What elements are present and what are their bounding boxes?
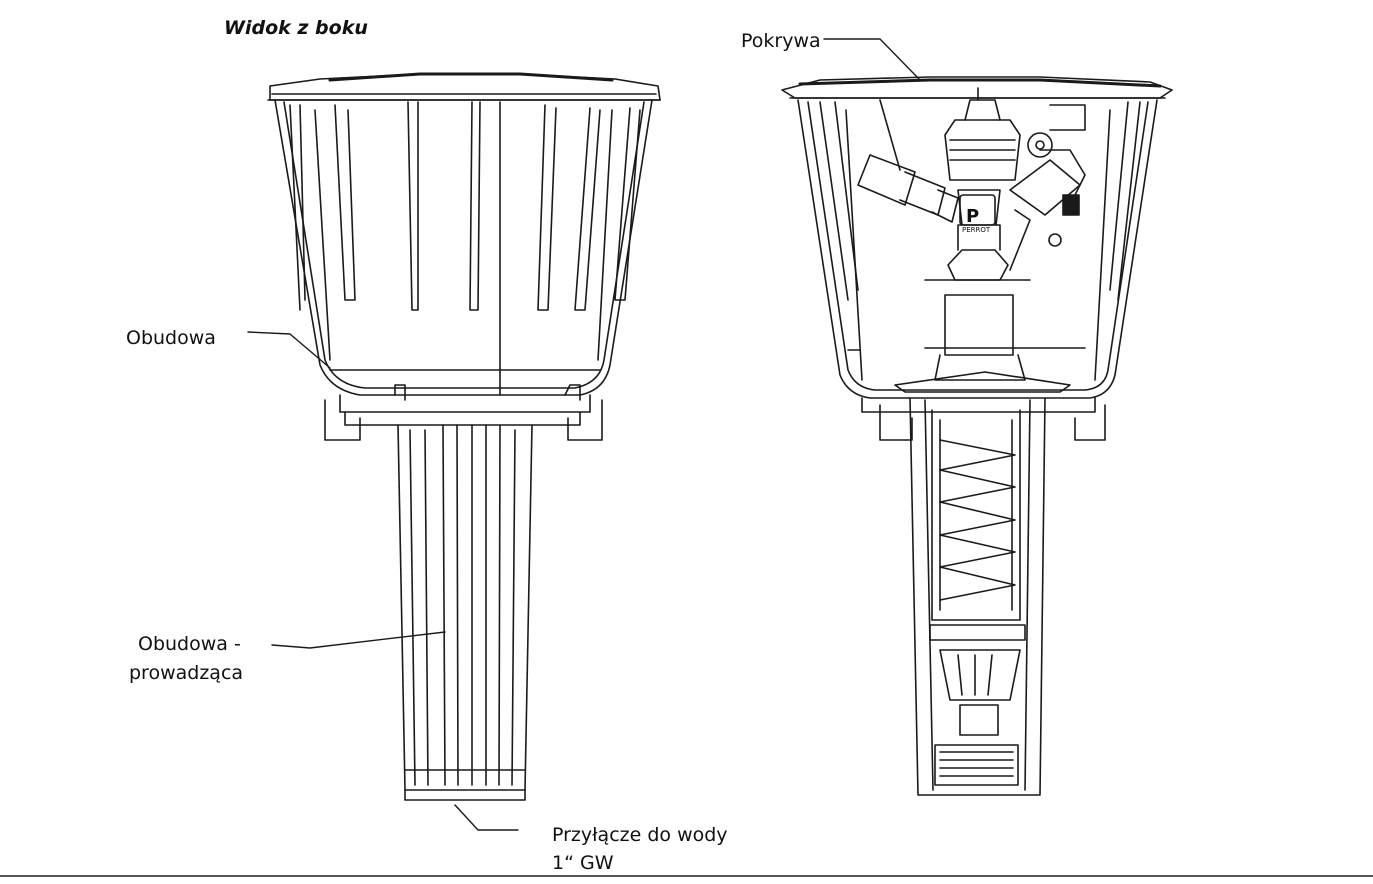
side-housing xyxy=(274,99,653,396)
side-guide-tube xyxy=(397,424,533,791)
label-guide-line2: prowadząca xyxy=(129,662,244,684)
svg-text:P: P xyxy=(966,206,979,227)
leader-connection xyxy=(454,804,519,831)
label-housing: Obudowa xyxy=(126,327,216,349)
leader-lines xyxy=(247,38,921,831)
leader-guide xyxy=(271,631,446,649)
label-connection-line1: Przyłącze do wody xyxy=(552,824,728,846)
bottom-divider xyxy=(0,875,1373,877)
section-housing xyxy=(797,99,1158,399)
label-cover: Pokrywa xyxy=(741,30,821,52)
side-view-sprinkler xyxy=(267,72,661,801)
section-guide-tube xyxy=(909,397,1046,796)
spring xyxy=(939,439,1016,601)
label-guide-line1: Obudowa - xyxy=(138,633,241,655)
cross-section-sprinkler: P PERROT xyxy=(781,76,1173,796)
label-connection-line2: 1“ GW xyxy=(552,852,614,874)
view-title: Widok z boku xyxy=(224,17,368,39)
leader-cover xyxy=(823,38,921,81)
perrot-logo-text: PERROT xyxy=(962,226,991,234)
leader-housing xyxy=(247,331,331,369)
